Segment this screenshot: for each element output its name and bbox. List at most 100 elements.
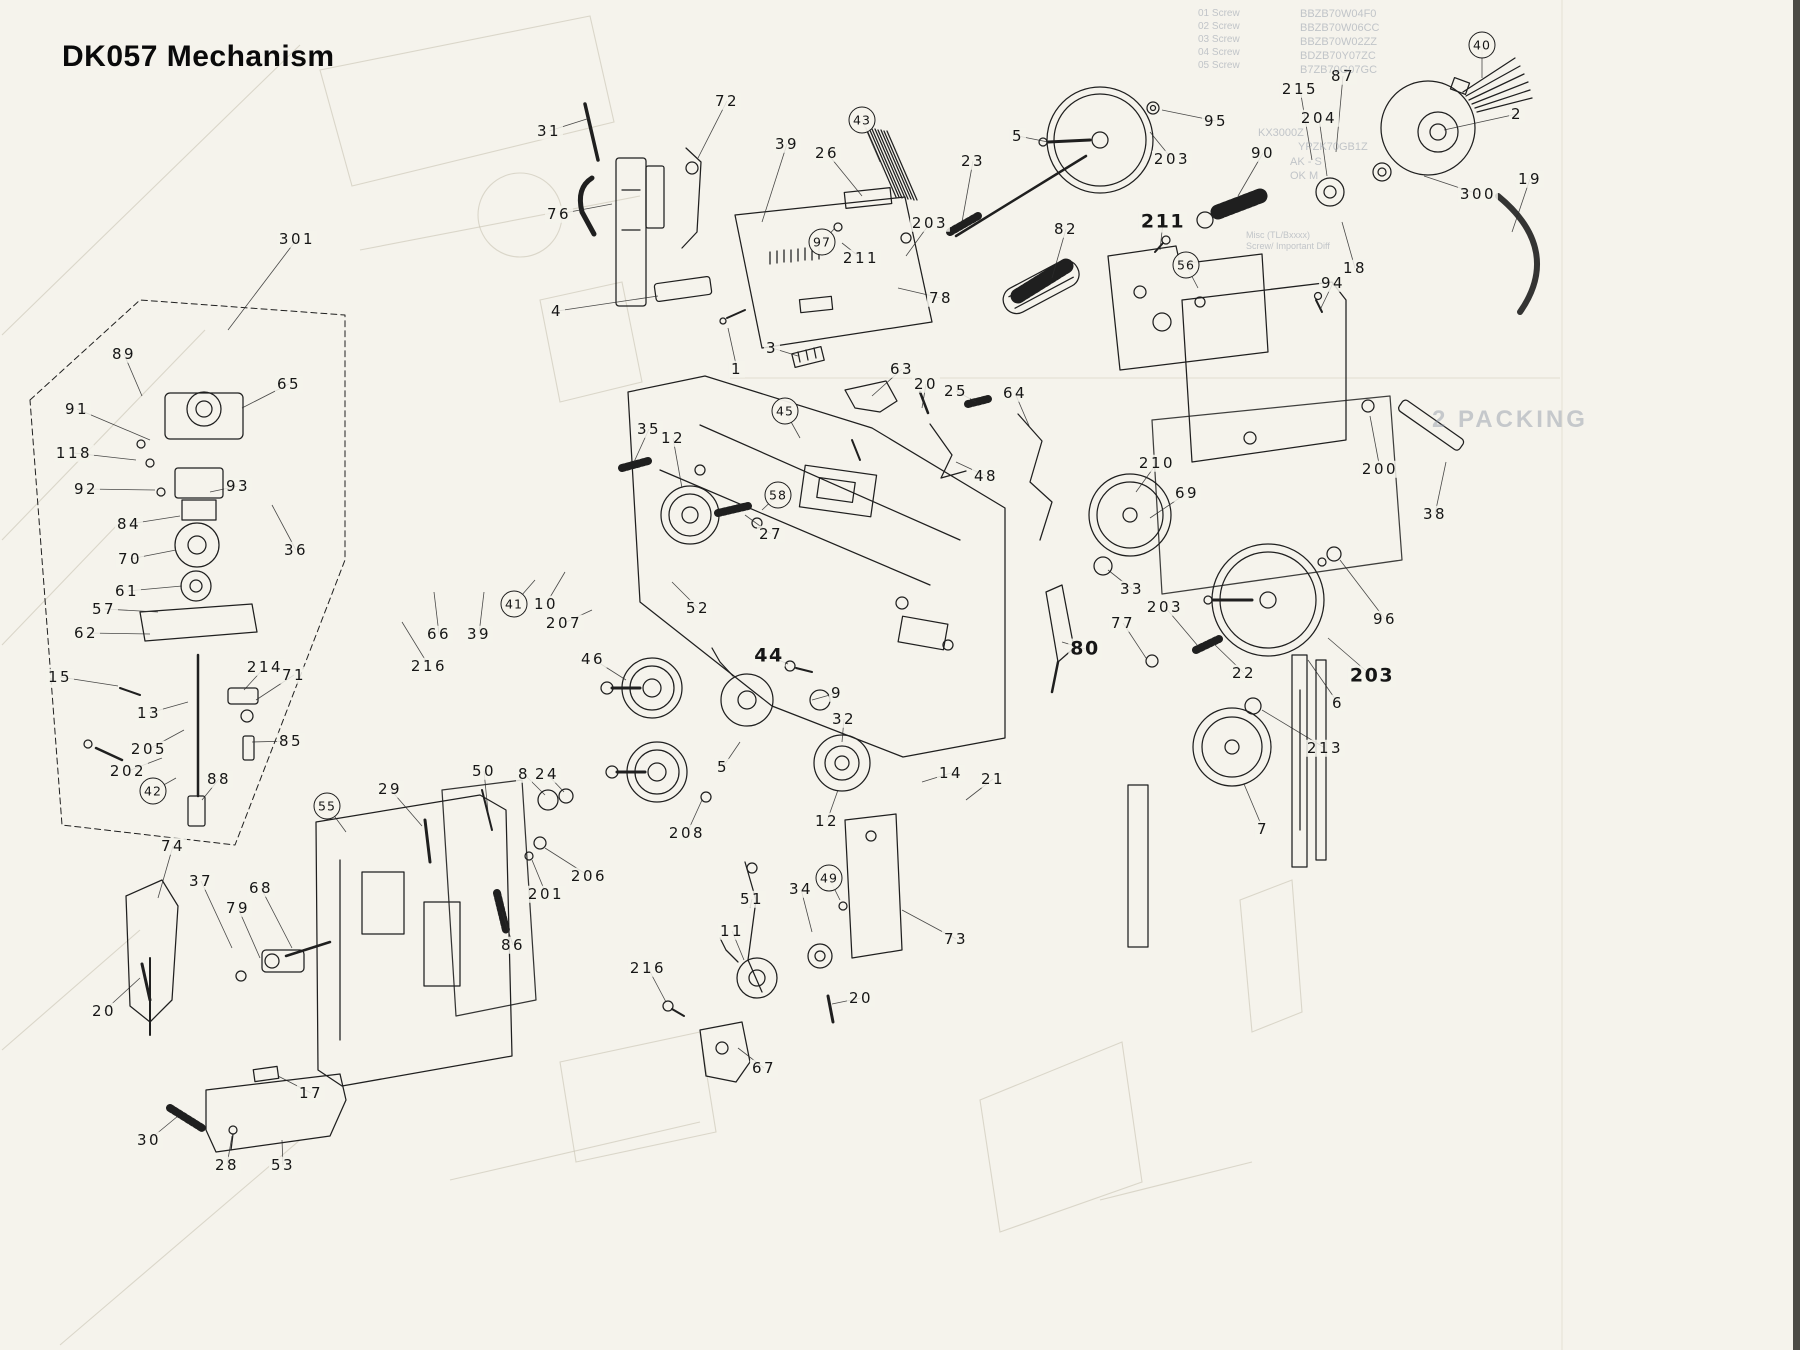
part-label-92: 92 xyxy=(71,479,101,498)
part-label-61: 61 xyxy=(112,581,142,600)
ghost-text: OK M xyxy=(1290,170,1319,182)
part-label-1: 1 xyxy=(728,359,746,378)
part-label-207: 207 xyxy=(543,613,585,632)
part-label-200: 200 xyxy=(1359,459,1401,478)
ghost-text: YPZK70GB1Z xyxy=(1298,141,1368,153)
part-label-216: 216 xyxy=(408,656,450,675)
part-label-216: 216 xyxy=(627,958,669,977)
part-label-2: 2 xyxy=(1508,104,1526,123)
part-label-50: 50 xyxy=(469,761,499,780)
springs xyxy=(166,212,1223,1132)
part-label-86: 86 xyxy=(498,935,528,954)
part-label-42: 42 xyxy=(139,777,167,805)
ghost-text: 05 Screw xyxy=(1198,60,1240,71)
part-label-20: 20 xyxy=(911,374,941,393)
part-label-51: 51 xyxy=(737,889,767,908)
part-label-90: 90 xyxy=(1248,143,1278,162)
part-label-24: 24 xyxy=(532,764,562,783)
part-label-215: 215 xyxy=(1279,79,1321,98)
part-label-7: 7 xyxy=(1254,819,1272,838)
part-label-21: 21 xyxy=(978,769,1008,788)
part-label-19: 19 xyxy=(1515,169,1545,188)
part-label-49: 49 xyxy=(815,864,843,892)
part-label-43: 43 xyxy=(848,106,876,134)
part-label-33: 33 xyxy=(1117,579,1147,598)
ghost-text: BBZB70W02ZZ xyxy=(1300,36,1378,48)
part-label-205: 205 xyxy=(128,739,170,758)
part-label-204: 204 xyxy=(1298,108,1340,127)
part-label-88: 88 xyxy=(204,769,234,788)
part-label-78: 78 xyxy=(926,288,956,307)
part-label-39: 39 xyxy=(464,624,494,643)
part-label-95: 95 xyxy=(1201,111,1231,130)
center-chassis xyxy=(627,375,1053,758)
left-subassembly xyxy=(29,299,346,846)
part-label-15: 15 xyxy=(45,667,75,686)
part-label-96: 96 xyxy=(1370,609,1400,628)
part-label-35: 35 xyxy=(634,419,664,438)
part-label-79: 79 xyxy=(223,898,253,917)
part-label-4: 4 xyxy=(548,301,566,320)
part-label-6: 6 xyxy=(1329,693,1347,712)
part-label-52: 52 xyxy=(683,598,713,617)
part-label-300: 300 xyxy=(1457,184,1499,203)
ghost-text: AK - S xyxy=(1290,156,1322,168)
part-label-87: 87 xyxy=(1328,66,1358,85)
ghost-text: BBZB70W06CC xyxy=(1300,22,1380,34)
ghost-text: BDZB70Y07ZC xyxy=(1300,50,1376,62)
part-label-72: 72 xyxy=(712,91,742,110)
part-label-89: 89 xyxy=(109,344,139,363)
part-label-28: 28 xyxy=(212,1155,242,1174)
part-label-71: 71 xyxy=(279,665,309,684)
part-label-74: 74 xyxy=(158,836,188,855)
part-label-39: 39 xyxy=(772,134,802,153)
part-label-91: 91 xyxy=(62,399,92,418)
page-edge-shadow xyxy=(1793,0,1800,1350)
ghost-text: 04 Screw xyxy=(1198,47,1240,58)
part-label-65: 65 xyxy=(274,374,304,393)
part-label-80: 80 xyxy=(1068,637,1102,660)
ghost-text: BBZB70W04F0 xyxy=(1300,8,1377,20)
ghost-text: 2 PACKING xyxy=(1432,406,1588,433)
ghost-text: 03 Screw xyxy=(1198,34,1240,45)
part-label-82: 82 xyxy=(1051,219,1081,238)
part-label-32: 32 xyxy=(829,709,859,728)
part-label-36: 36 xyxy=(281,540,311,559)
part-label-84: 84 xyxy=(114,514,144,533)
part-label-11: 11 xyxy=(717,921,747,940)
part-label-20: 20 xyxy=(846,988,876,1007)
ghost-text: Misc (TL/Bxxxx) xyxy=(1246,230,1310,240)
part-label-45: 45 xyxy=(771,397,799,425)
part-label-70: 70 xyxy=(115,549,145,568)
part-label-34: 34 xyxy=(786,879,816,898)
part-label-27: 27 xyxy=(756,524,786,543)
ghost-text: 02 Screw xyxy=(1198,21,1240,32)
part-label-14: 14 xyxy=(936,763,966,782)
part-label-73: 73 xyxy=(941,929,971,948)
part-label-203: 203 xyxy=(1144,597,1186,616)
part-label-201: 201 xyxy=(525,884,567,903)
right-wheels xyxy=(1045,473,1342,787)
part-label-211: 211 xyxy=(1138,210,1188,233)
part-label-25: 25 xyxy=(941,381,971,400)
part-label-22: 22 xyxy=(1229,663,1259,682)
part-label-40: 40 xyxy=(1468,31,1496,59)
part-label-211: 211 xyxy=(840,248,882,267)
part-label-64: 64 xyxy=(1000,383,1030,402)
part-label-37: 37 xyxy=(186,871,216,890)
part-label-67: 67 xyxy=(749,1058,779,1077)
part-label-202: 202 xyxy=(107,761,149,780)
part-label-46: 46 xyxy=(578,649,608,668)
part-label-53: 53 xyxy=(268,1155,298,1174)
ghost-text: 01 Screw xyxy=(1198,8,1240,19)
main-pcb xyxy=(719,127,933,369)
part-label-97: 97 xyxy=(808,228,836,256)
top-right-assembly xyxy=(954,57,1540,595)
part-label-69: 69 xyxy=(1172,483,1202,502)
ghost-text: B7ZB70G07GC xyxy=(1300,64,1378,76)
part-label-17: 17 xyxy=(296,1083,326,1102)
part-label-85: 85 xyxy=(276,731,306,750)
part-label-5: 5 xyxy=(1009,126,1027,145)
